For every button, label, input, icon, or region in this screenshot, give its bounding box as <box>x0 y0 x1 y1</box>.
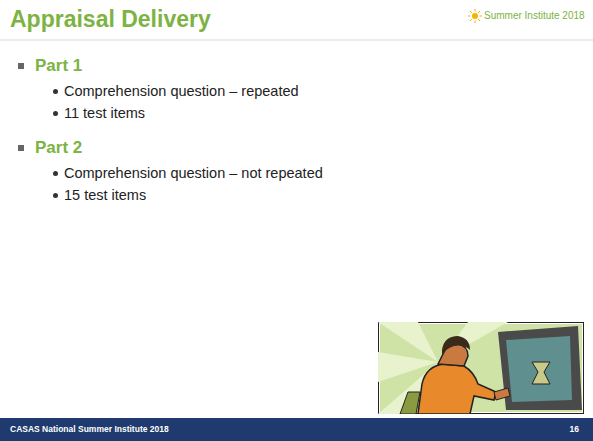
slide-title: Appraisal Delivery <box>10 6 211 33</box>
bullet-square <box>18 145 24 151</box>
divider-line <box>0 40 593 41</box>
bullet-item: Comprehension question – repeated <box>64 83 299 99</box>
bullet-item: 15 test items <box>64 187 146 203</box>
bullet-item: 11 test items <box>64 105 145 121</box>
sun-icon <box>468 9 482 23</box>
bullet-item: Comprehension question – not repeated <box>64 165 323 181</box>
bullet-dot <box>53 111 58 116</box>
footer-text: CASAS National Summer Institute 2018 <box>10 424 169 434</box>
bullet-dot <box>53 171 58 176</box>
computer-user-clipart <box>378 322 584 414</box>
page-number: 16 <box>570 424 579 434</box>
bullet-square <box>18 63 24 69</box>
bullet-heading: Part 2 <box>35 138 82 158</box>
bullet-dot <box>53 89 58 94</box>
bullet-heading: Part 1 <box>35 56 82 76</box>
footer-band: CASAS National Summer Institute 2018 16 <box>0 418 593 441</box>
logo-text: Summer Institute 2018 <box>484 10 585 21</box>
bullet-dot <box>53 193 58 198</box>
